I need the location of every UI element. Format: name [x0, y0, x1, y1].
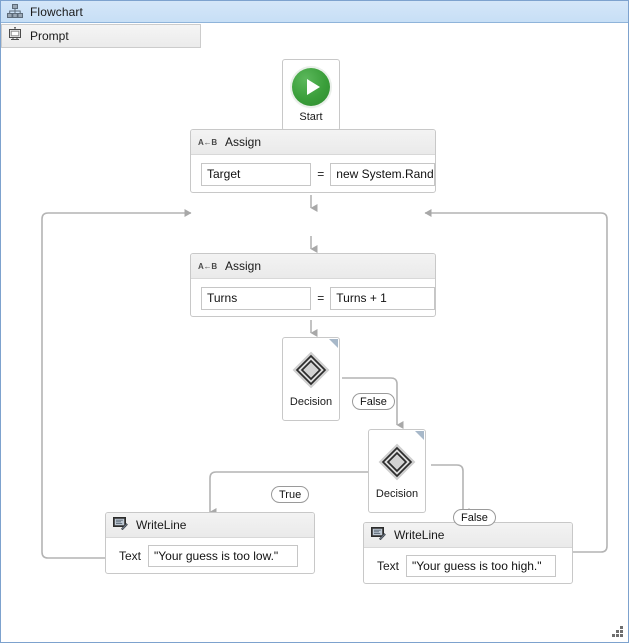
writeline-title: WriteLine [136, 518, 187, 532]
writeline-header: WriteLine [106, 513, 314, 538]
node-decision-two[interactable]: Decision [368, 429, 426, 513]
assign-body: Target = new System.Randor [191, 155, 435, 192]
assign-body: Turns = Turns + 1 [191, 279, 435, 316]
edge-writeline-low-loop [41, 209, 192, 559]
assign-header: A←B Assign [191, 130, 435, 155]
node-prompt[interactable]: Prompt [1, 24, 201, 48]
node-start[interactable]: Start [282, 59, 340, 131]
writeline-text-field[interactable]: "Your guess is too high." [406, 555, 557, 577]
expand-corner-icon[interactable] [415, 431, 424, 440]
edge-decision-two-false [431, 464, 470, 516]
edge-label-decision-one-false: False [352, 393, 395, 410]
writeline-body: Text "Your guess is too high." [364, 548, 572, 583]
assign-operator: = [317, 167, 325, 181]
writeline-console-icon [371, 526, 386, 545]
node-decision-one[interactable]: Decision [282, 337, 340, 421]
start-label: Start [299, 110, 323, 123]
diamond-icon [291, 350, 331, 390]
flowchart-canvas[interactable]: Start A←B Assign Target = new System.Ran… [1, 24, 628, 642]
writeline-header: WriteLine [364, 523, 572, 548]
edge-label-decision-two-false: False [453, 509, 496, 526]
assign-to-field[interactable]: Target [201, 162, 312, 186]
hierarchy-icon [7, 4, 23, 19]
expand-corner-icon[interactable] [329, 339, 338, 348]
display-icon [8, 26, 22, 46]
resize-grip-icon[interactable] [611, 625, 625, 639]
writeline-text-label: Text [377, 559, 400, 573]
writeline-title: WriteLine [394, 528, 445, 542]
node-assign-turns[interactable]: A←B Assign Turns = Turns + 1 [190, 253, 436, 317]
assign-to-field[interactable]: Turns [201, 286, 312, 310]
assign-value-field[interactable]: new System.Randor [330, 162, 435, 186]
prompt-label: Prompt [30, 29, 69, 43]
node-writeline-low[interactable]: WriteLine Text "Your guess is too low." [105, 512, 315, 574]
writeline-text-field[interactable]: "Your guess is too low." [148, 545, 299, 567]
assign-ab-icon: A←B [198, 137, 217, 147]
edge-label-decision-two-true: True [271, 486, 310, 503]
node-assign-target[interactable]: A←B Assign Target = new System.Randor [190, 129, 436, 193]
writeline-text-label: Text [119, 549, 142, 563]
window-title: Flowchart [30, 4, 83, 19]
assign-ab-icon: A←B [198, 261, 217, 271]
assign-title: Assign [224, 135, 261, 149]
diamond-icon [377, 442, 417, 482]
assign-operator: = [317, 291, 325, 305]
writeline-body: Text "Your guess is too low." [106, 538, 314, 573]
window-title-bar: Flowchart [1, 1, 628, 23]
edge-writeline-high-loop [424, 209, 608, 553]
node-writeline-high[interactable]: WriteLine Text "Your guess is too high." [363, 522, 573, 584]
decision-label: Decision [375, 488, 419, 500]
play-icon [292, 67, 330, 106]
assign-value-field[interactable]: Turns + 1 [330, 286, 435, 310]
assign-title: Assign [224, 259, 261, 273]
writeline-console-icon [113, 516, 128, 535]
assign-header: A←B Assign [191, 254, 435, 279]
decision-label: Decision [289, 396, 333, 408]
